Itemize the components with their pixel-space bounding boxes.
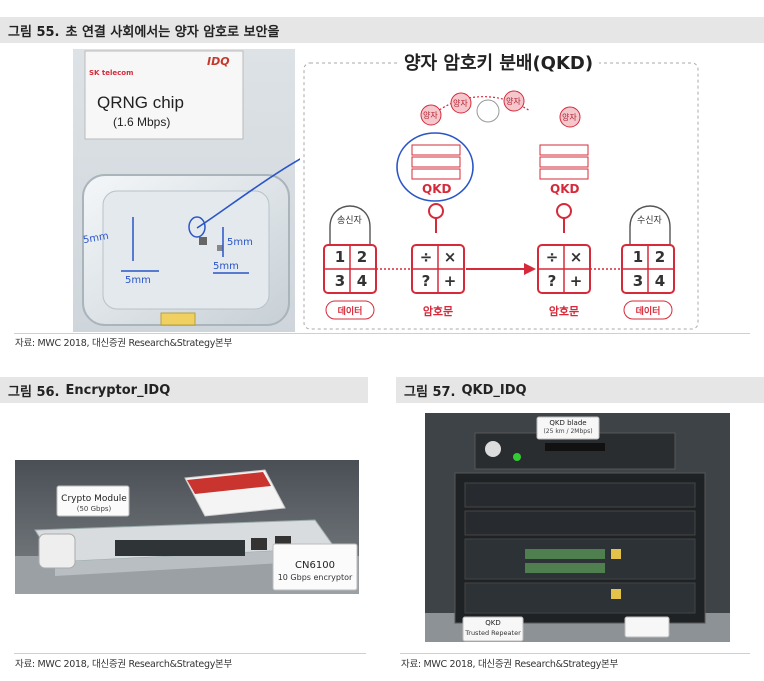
encryptor-photo-illustration — [15, 460, 359, 594]
cn6100-sub: 10 Gbps encryptor — [277, 573, 353, 582]
fig56-source-rule — [14, 653, 366, 654]
fig55-header: 그림 55. 초 연결 사회에서는 양자 암호로 보안을 — [0, 17, 764, 43]
annot-bottom-right: 5mm — [213, 261, 239, 272]
quantum-label-2: 양자 — [453, 99, 468, 108]
fig57-source: 자료: MWC 2018, 대신증권 Research&Strategy본부 — [401, 659, 618, 670]
fig55-number: 그림 55. — [8, 24, 60, 40]
grid-cipher-right-1: ÷ — [545, 248, 559, 266]
qkd-rack-photo: QKD blade (25 km / 2Mbps) QKD Trusted Re… — [425, 413, 730, 642]
grid-cipher-left-1: ÷ — [419, 248, 433, 266]
crypto-module-label: Crypto Module — [61, 494, 127, 504]
quantum-label-3: 양자 — [506, 97, 521, 106]
grid-left-1: 1 — [334, 248, 346, 266]
fig57-number: 그림 57. — [404, 384, 456, 400]
qkd-blade-label: QKD blade — [549, 419, 587, 427]
qkd-right-label: QKD — [550, 182, 580, 196]
trusted-repeater-sub: Trusted Repeater — [465, 629, 521, 637]
qrng-chip-photo: SK telecom IDQ QRNG chip (1.6 Mbps) 5mm … — [73, 49, 295, 332]
data-right-label: 데이터 — [635, 307, 661, 317]
encryptor-photo: Crypto Module (50 Gbps) CN6100 10 Gbps e… — [15, 460, 359, 594]
annot-right: 5mm — [227, 237, 253, 248]
fig56-number: 그림 56. — [8, 384, 60, 400]
qkd-diagram-svg — [303, 62, 699, 330]
grid-right-1: 1 — [632, 248, 644, 266]
card-subtitle: (1.6 Mbps) — [113, 115, 171, 129]
qkd-server-left — [411, 144, 461, 180]
qkd-diagram-title: 양자 암호키 분배(QKD) — [398, 49, 600, 75]
grid-left-4: 4 — [356, 272, 368, 290]
receiver-label: 수신자 — [637, 216, 662, 226]
fig56-header: 그림 56. Encryptor_IDQ — [0, 377, 368, 403]
grid-cipher-right-3: ? — [547, 272, 557, 290]
fig55-source-rule — [14, 333, 750, 334]
grid-cipher-left-4: + — [443, 272, 457, 290]
grid-right-2: 2 — [654, 248, 666, 266]
quantum-label-4: 양자 — [562, 113, 577, 122]
grid-left-3: 3 — [334, 272, 346, 290]
qkd-diagram: 양자 암호키 분배(QKD) 양자 양자 양자 양자 QKD QKD 송신자 수… — [300, 49, 702, 332]
crypto-module-sub: (50 Gbps) — [76, 505, 112, 513]
annot-bottom-left: 5mm — [125, 275, 151, 286]
sender-label: 송신자 — [337, 216, 362, 226]
fig57-title: QKD_IDQ — [461, 382, 527, 398]
grid-cipher-left-2: × — [443, 248, 457, 266]
sk-telecom-brand: SK telecom — [89, 69, 134, 77]
fig56-source: 자료: MWC 2018, 대신증권 Research&Strategy본부 — [15, 659, 232, 670]
grid-cipher-right-4: + — [569, 272, 583, 290]
qkd-blade-sub: (25 km / 2Mbps) — [543, 428, 593, 435]
idq-logo: IDQ — [207, 55, 230, 68]
qrng-photo-illustration — [73, 49, 295, 332]
grid-cipher-right-2: × — [569, 248, 583, 266]
grid-right-3: 3 — [632, 272, 644, 290]
data-left-label: 데이터 — [337, 307, 363, 317]
qkd-server-right — [539, 144, 589, 180]
grid-left-2: 2 — [356, 248, 368, 266]
fig56-title: Encryptor_IDQ — [65, 382, 171, 398]
grid-cipher-left-3: ? — [421, 272, 431, 290]
card-title: QRNG chip — [97, 93, 184, 112]
trusted-repeater-label: QKD — [485, 619, 501, 627]
qkd-left-label: QKD — [422, 182, 452, 196]
fig57-source-rule — [400, 653, 750, 654]
cn6100-label: CN6100 — [295, 560, 335, 571]
cipher-right-label: 암호문 — [548, 305, 580, 318]
fig55-title: 초 연결 사회에서는 양자 암호로 보안을 — [65, 24, 280, 40]
cipher-left-label: 암호문 — [422, 305, 454, 318]
qkd-rack-illustration — [425, 413, 730, 642]
fig57-header: 그림 57. QKD_IDQ — [396, 377, 764, 403]
fig55-source: 자료: MWC 2018, 대신증권 Research&Strategy본부 — [15, 338, 232, 349]
grid-right-4: 4 — [654, 272, 666, 290]
quantum-label-1: 양자 — [423, 111, 438, 120]
